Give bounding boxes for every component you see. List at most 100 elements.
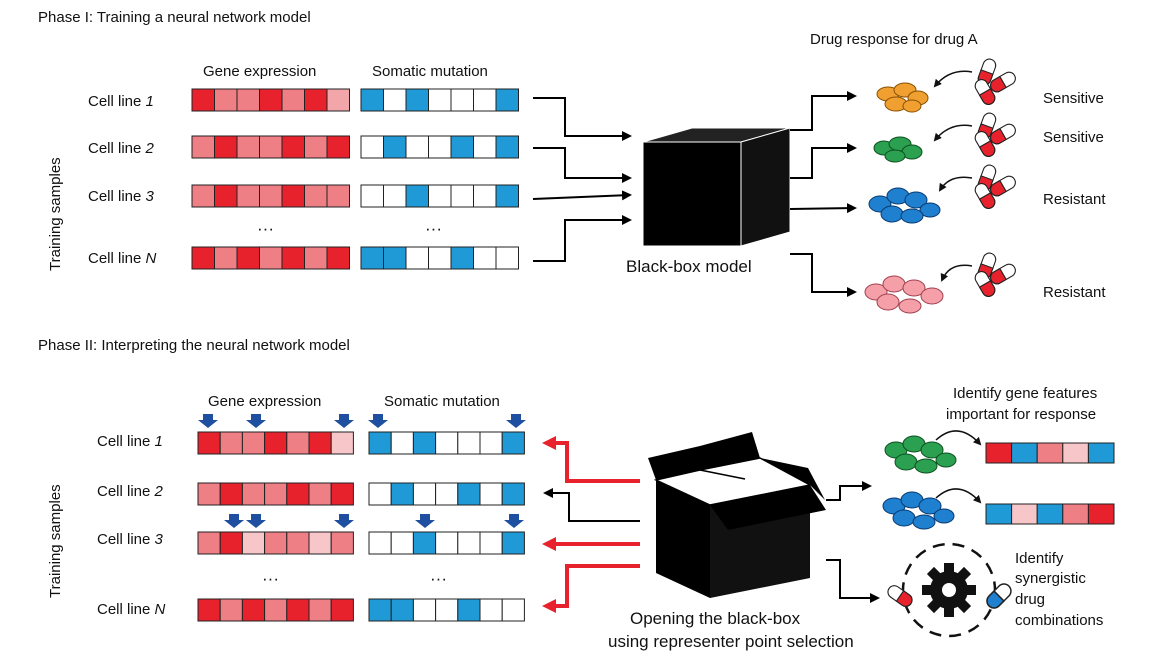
pill-icon	[972, 56, 1019, 108]
gene-expression-cell	[236, 184, 260, 208]
black-arrow-row2	[543, 488, 640, 522]
gene-expression-cell	[286, 431, 310, 455]
synergy-label-1: Identify	[1015, 550, 1064, 567]
red-arrow-rowN	[542, 564, 640, 613]
somatic-mutation-cell	[412, 598, 437, 622]
somatic-mutation-cell	[473, 184, 497, 208]
gene-expression-cell	[236, 88, 260, 112]
phase2-side-label: Training samples	[47, 484, 64, 598]
down-arrow-icon	[506, 414, 526, 428]
identify-label-1: Identify gene features	[953, 385, 1097, 402]
somatic-mutation-cell	[450, 184, 474, 208]
gene-expression-cell	[330, 531, 354, 555]
gene-expression-cell	[197, 598, 221, 622]
phase1-gene-ellipsis: ···	[257, 219, 274, 238]
phase2-gene-ellipsis: ···	[262, 569, 279, 588]
phase2-mut-header: Somatic mutation	[384, 393, 500, 410]
phase2-row-label-3: Cell line 3	[97, 531, 164, 548]
gene-expression-cell	[286, 482, 310, 506]
cell-cluster-blue-2	[882, 491, 955, 530]
gene-expression-cell	[326, 246, 350, 270]
important-feature-cell	[1087, 503, 1115, 525]
somatic-mutation-cell	[428, 184, 452, 208]
somatic-mutation-cell	[368, 482, 392, 506]
somatic-mutation-cell	[360, 88, 384, 112]
open-box-label-2: using representer point selection	[608, 632, 854, 651]
gene-expression-cell	[264, 531, 288, 555]
phase2-return-arrows	[542, 436, 640, 613]
gene-expression-cell	[214, 246, 238, 270]
phase2-gene-header: Gene expression	[208, 393, 321, 410]
cell-cluster-green-1	[873, 136, 923, 163]
gene-expression-cell	[191, 88, 215, 112]
black-box-label: Black-box model	[626, 257, 752, 276]
phase2-curved-arrows	[935, 430, 982, 504]
somatic-mutation-cell	[435, 531, 459, 555]
drug-response-title: Drug response for drug A	[810, 31, 978, 48]
somatic-mutation-cell	[383, 135, 407, 159]
somatic-mutation-cell	[495, 135, 519, 159]
down-arrow-icon	[368, 414, 388, 428]
pill-icon	[972, 162, 1019, 212]
gene-expression-cell	[308, 598, 332, 622]
gene-expression-cell	[191, 135, 215, 159]
somatic-mutation-cell	[435, 431, 459, 455]
synergy-label-4: combinations	[1015, 612, 1103, 629]
phase2-row-label-n: Cell line N	[97, 601, 166, 618]
somatic-mutation-cell	[428, 135, 452, 159]
gene-expression-cell	[330, 431, 354, 455]
gene-expression-cell	[236, 246, 260, 270]
somatic-mutation-cell	[405, 135, 429, 159]
gene-expression-cell	[264, 598, 288, 622]
pill-icon	[972, 250, 1019, 300]
out-arrow-4	[790, 253, 857, 297]
gene-expression-cell	[259, 88, 283, 112]
response-2: Sensitive	[1043, 129, 1104, 146]
phase1-row-label-3: Cell line 3	[88, 188, 155, 205]
phase2-output-arrows	[826, 481, 880, 603]
somatic-mutation-cell	[457, 482, 481, 506]
down-arrow-icon	[504, 514, 524, 528]
somatic-mutation-cell	[360, 246, 384, 270]
gene-expression-cell	[191, 184, 215, 208]
somatic-mutation-cell	[412, 531, 437, 555]
phase1-row-label-1: Cell line 1	[88, 93, 154, 110]
response-4: Resistant	[1043, 284, 1106, 301]
gene-expression-cell	[330, 482, 354, 506]
somatic-mutation-cell	[383, 88, 407, 112]
synergy-label-3: drug	[1015, 591, 1045, 608]
somatic-mutation-cell	[501, 531, 525, 555]
somatic-mutation-cell	[368, 531, 392, 555]
important-feature-cell	[1011, 503, 1038, 525]
down-arrow-icon	[198, 414, 218, 428]
somatic-mutation-cell	[501, 431, 525, 455]
gene-expression-cell	[281, 88, 305, 112]
important-feature-cell	[985, 503, 1013, 525]
somatic-mutation-cell	[412, 431, 437, 455]
somatic-mutation-cell	[368, 598, 392, 622]
phase2-row-label-1: Cell line 1	[97, 433, 163, 450]
phase1-mut-header: Somatic mutation	[372, 63, 488, 80]
down-arrow-icon	[246, 414, 266, 428]
gene-expression-cell	[326, 88, 350, 112]
somatic-mutation-cell	[405, 184, 429, 208]
phase2-row-labels: Cell line 1 Cell line 2 Cell line 3 Cell…	[97, 433, 166, 618]
somatic-mutation-cell	[473, 135, 497, 159]
response-1: Sensitive	[1043, 90, 1104, 107]
gene-expression-cell	[236, 135, 260, 159]
gene-expression-cell	[304, 88, 328, 112]
somatic-mutation-cell	[390, 431, 414, 455]
important-feature-bars	[985, 442, 1115, 525]
phase1-gene-header: Gene expression	[203, 63, 316, 80]
gene-expression-cell	[259, 246, 283, 270]
gene-expression-cell	[264, 482, 288, 506]
synergy-label-2: synergistic	[1015, 570, 1086, 587]
gene-expression-cell	[259, 135, 283, 159]
out-arrow-3	[789, 203, 857, 214]
gene-expression-cell	[219, 531, 243, 555]
down-arrow-icon	[246, 514, 266, 528]
somatic-mutation-cell	[360, 135, 384, 159]
gene-expression-cell	[219, 482, 243, 506]
pill-icon	[986, 583, 1012, 609]
